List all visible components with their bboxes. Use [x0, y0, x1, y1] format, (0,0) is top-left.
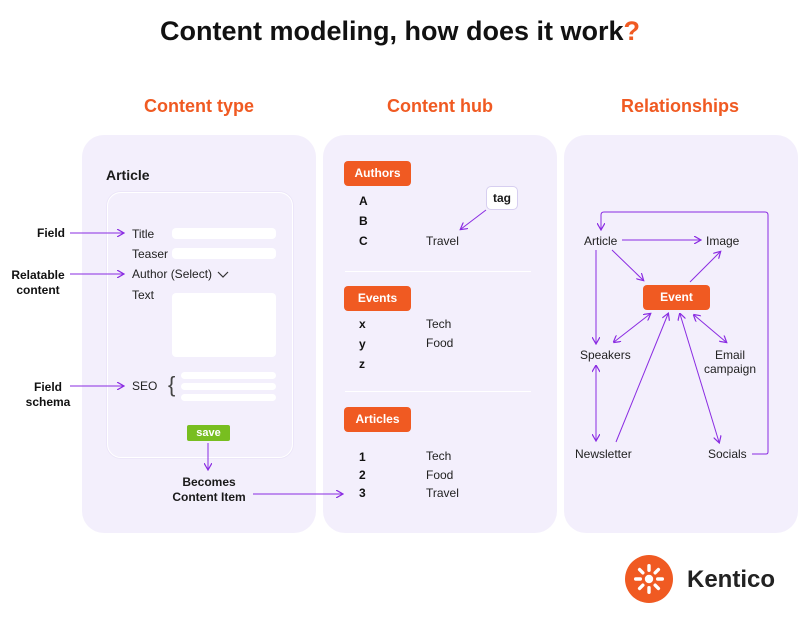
- hub-authors-key-b: B: [359, 214, 368, 228]
- hub-group-articles: Articles: [344, 407, 411, 432]
- tag-badge: tag: [486, 186, 518, 210]
- seo-input-2: [181, 383, 276, 390]
- heading-content-type: Content type: [144, 96, 254, 116]
- page-title: Content modeling, how does it work?: [0, 16, 800, 47]
- hub-events-val-y: Food: [426, 336, 454, 350]
- arrow-speakers-event: [614, 314, 650, 342]
- field-title-label: Title: [132, 227, 155, 241]
- hub-divider-2: [345, 391, 531, 392]
- hub-articles-val-2: Food: [426, 468, 454, 482]
- heading-relationships: Relationships: [620, 96, 740, 116]
- becomes-label-line1: Becomes: [182, 475, 236, 489]
- side-label-content: content: [16, 283, 60, 297]
- rel-node-event: Event: [643, 285, 710, 310]
- hub-group-authors: Authors: [344, 161, 411, 186]
- rel-node-socials: Socials: [708, 447, 747, 461]
- hub-articles-val-3: Travel: [426, 486, 459, 500]
- side-label-field: Field: [36, 226, 65, 240]
- hub-events-key-y: y: [359, 337, 366, 351]
- field-seo-label: SEO: [132, 379, 158, 393]
- arrow-newsletter-event: [615, 314, 668, 443]
- field-author-select: Author (Select): [132, 267, 213, 281]
- seo-input-3: [181, 394, 276, 401]
- side-label-field-schema-2: schema: [25, 395, 71, 409]
- rel-node-image: Image: [706, 234, 740, 248]
- heading-content-hub: Content hub: [387, 96, 493, 116]
- arrow-tag: [461, 209, 487, 229]
- side-label-relatable: Relatable: [11, 268, 65, 282]
- arrow-event-email: [694, 315, 726, 342]
- field-teaser-label: Teaser: [132, 247, 169, 261]
- hub-authors-key-c: C: [359, 234, 368, 248]
- hub-articles-key-2: 2: [359, 468, 366, 482]
- hub-group-events: Events: [344, 286, 411, 311]
- arrow-event-socials: [680, 314, 719, 442]
- rel-node-speakers: Speakers: [580, 348, 631, 362]
- save-button[interactable]: save: [187, 425, 230, 441]
- side-label-field-schema-1: Field: [33, 380, 62, 394]
- kentico-logo-icon: [625, 555, 673, 603]
- field-teaser-input: [172, 248, 276, 259]
- hub-events-val-x: Tech: [426, 317, 452, 331]
- title-text: Content modeling, how does it work: [160, 16, 624, 46]
- rel-node-newsletter: Newsletter: [575, 447, 632, 461]
- panel-content-hub: [323, 135, 557, 533]
- field-title-input: [172, 228, 276, 239]
- hub-authors-key-a: A: [359, 194, 368, 208]
- hub-articles-key-1: 1: [359, 450, 366, 464]
- arrow-event-image: [689, 252, 720, 283]
- brand-name: Kentico: [687, 566, 776, 593]
- seo-brace: {: [168, 372, 176, 397]
- chevron-down-icon: [217, 271, 229, 278]
- hub-divider-1: [345, 271, 531, 272]
- hub-articles-val-1: Tech: [426, 449, 452, 463]
- field-text-area: [172, 293, 276, 357]
- becomes-label-line2: Content Item: [172, 490, 246, 504]
- hub-articles-key-3: 3: [359, 486, 366, 500]
- title-question-mark: ?: [623, 16, 641, 46]
- rel-node-article: Article: [584, 234, 618, 248]
- field-text-label: Text: [132, 288, 155, 302]
- hub-authors-val-c: Travel: [426, 234, 459, 248]
- hub-events-key-z: z: [359, 357, 365, 371]
- hub-events-key-x: x: [359, 317, 366, 331]
- article-form-card: [107, 192, 293, 458]
- article-heading: Article: [106, 167, 150, 183]
- seo-input-1: [181, 372, 276, 379]
- arrow-socials-article: [601, 211, 769, 455]
- arrow-article-event: [611, 249, 643, 280]
- rel-node-email-1: Email: [714, 348, 745, 362]
